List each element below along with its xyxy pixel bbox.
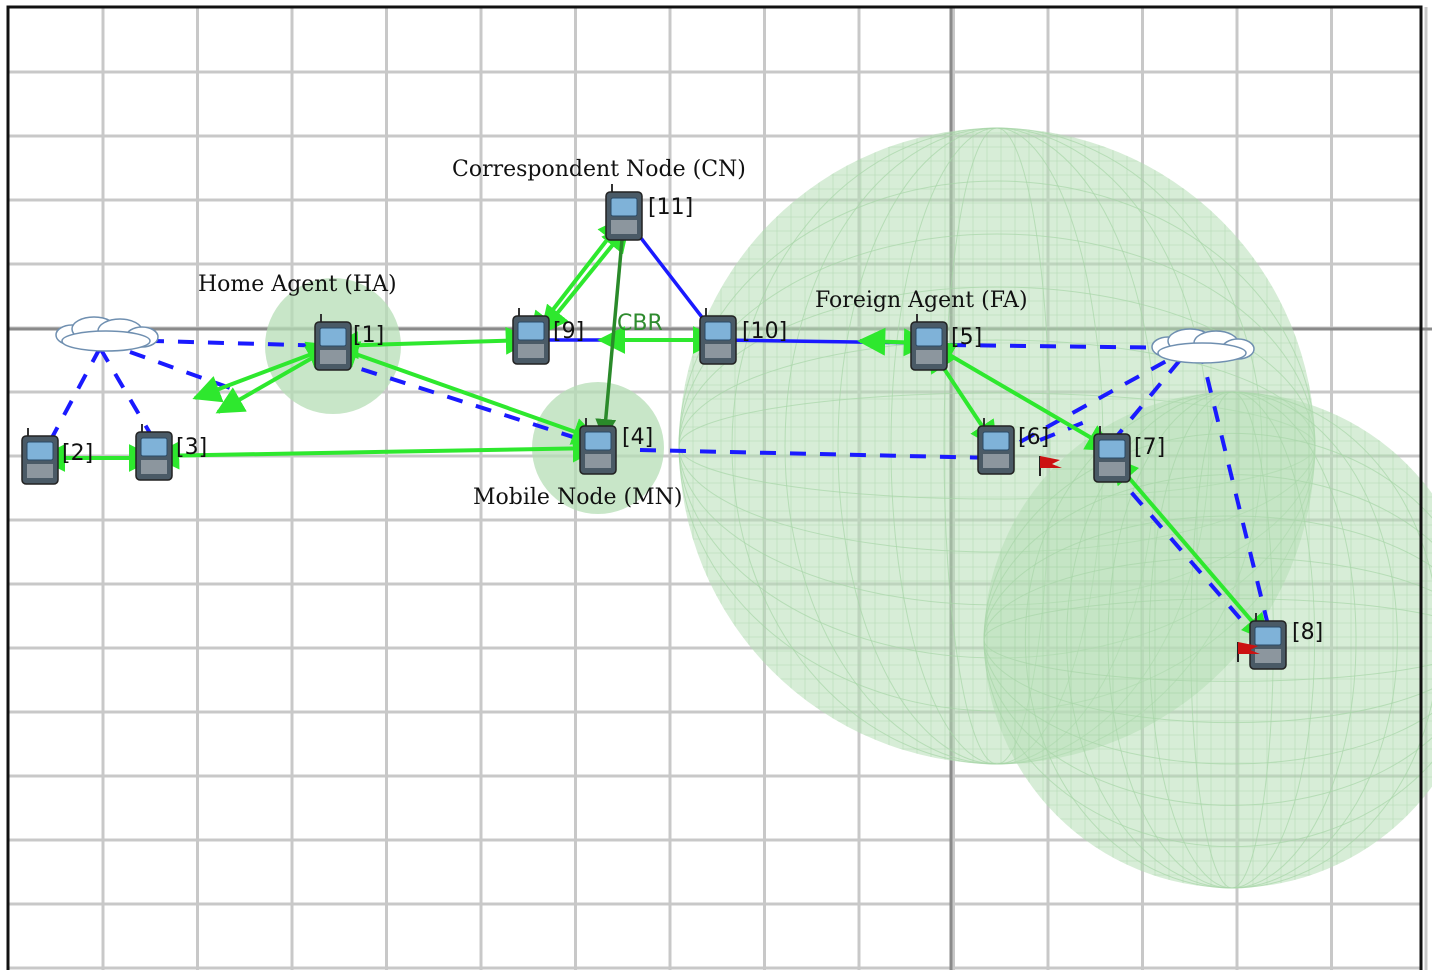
flag-cloth [1040, 456, 1062, 468]
node-id-label: [4] [622, 425, 653, 450]
device-screen [915, 327, 943, 347]
wireless-link [129, 350, 231, 390]
transmission-ranges [265, 127, 1432, 889]
correspondent-node-label: Correspondent Node (CN) [452, 157, 746, 182]
device-keypad [585, 454, 611, 468]
flag-icon [1039, 456, 1062, 476]
node-4: [4] [579, 418, 653, 475]
node-8: [8] [1249, 613, 1323, 670]
node-id-label: [2] [62, 441, 93, 466]
wireless-link [98, 346, 156, 442]
wireless-cloud-icon [1151, 328, 1255, 364]
traffic-flow [151, 434, 601, 470]
device-keypad [1099, 462, 1125, 476]
foreign-agent-label: Foreign Agent (FA) [815, 288, 1028, 313]
annotations: Correspondent Node (CN) Home Agent (HA) … [198, 157, 1028, 510]
wireless-cloud-icon [55, 316, 159, 352]
device-keypad [320, 350, 346, 364]
node-8-range-longitude [1024, 391, 1432, 889]
wireless-cloud-icon-puff [61, 330, 151, 352]
device-screen [517, 321, 545, 341]
node-6: [6] [977, 418, 1049, 475]
node-5: [5] [910, 314, 982, 371]
node-id-label: [11] [648, 195, 693, 220]
node-id-label: [5] [951, 325, 982, 350]
node-8-range-latitude [983, 432, 1432, 848]
node-11: [11] [605, 184, 693, 241]
wireless-cloud-icon-puff [1157, 342, 1247, 364]
device-keypad [983, 454, 1009, 468]
device-screen [704, 321, 732, 341]
device-screen [1098, 439, 1126, 459]
canvas-border [6, 5, 1423, 970]
device-keypad [27, 464, 53, 478]
node-id-label: [9] [553, 319, 584, 344]
device-screen [982, 431, 1010, 451]
device-screen [319, 327, 347, 347]
device-screen [610, 197, 638, 217]
cbr-flow [595, 217, 626, 441]
node-id-label: [8] [1292, 620, 1323, 645]
traffic-flow [540, 223, 630, 335]
device-keypad [518, 344, 544, 358]
node-id-label: [10] [742, 319, 787, 344]
node-7: [7] [1093, 426, 1165, 483]
node-id-label: [7] [1134, 435, 1165, 460]
traffic-flow [215, 344, 336, 414]
device-screen [1254, 626, 1282, 646]
wireless-link [1110, 346, 1192, 444]
flags [1039, 456, 1260, 662]
node-id-label: [3] [176, 435, 207, 460]
device-keypad [1255, 649, 1281, 663]
node-3: [3] [135, 424, 207, 481]
clouds [55, 316, 1255, 364]
flag-cloth [1238, 642, 1260, 654]
node-1: [1] [314, 314, 384, 371]
traffic-flow [330, 341, 601, 445]
mobile-node-label: Mobile Node (MN) [473, 485, 682, 510]
traffic-flow [1110, 455, 1270, 643]
node-2: [2] [21, 428, 93, 485]
node-id-label: [1] [353, 323, 384, 348]
node-id-label: [6] [1018, 425, 1049, 450]
cbr-flow-label: CBR [617, 311, 663, 336]
device-screen [584, 431, 612, 451]
wireless-link [46, 347, 102, 446]
flag-icon [1237, 642, 1260, 662]
nodes: [1] [2] [3] [4] [5] [6] [7] [8] [9] [10] [11] [21, 184, 1323, 670]
device-keypad [705, 344, 731, 358]
node-9: [9] [512, 308, 584, 365]
device-screen [140, 437, 168, 457]
device-keypad [611, 220, 637, 234]
device-screen [26, 441, 54, 461]
home-agent-label: Home Agent (HA) [198, 272, 397, 297]
node-10: [10] [699, 308, 787, 365]
device-keypad [141, 460, 167, 474]
device-keypad [916, 350, 942, 364]
